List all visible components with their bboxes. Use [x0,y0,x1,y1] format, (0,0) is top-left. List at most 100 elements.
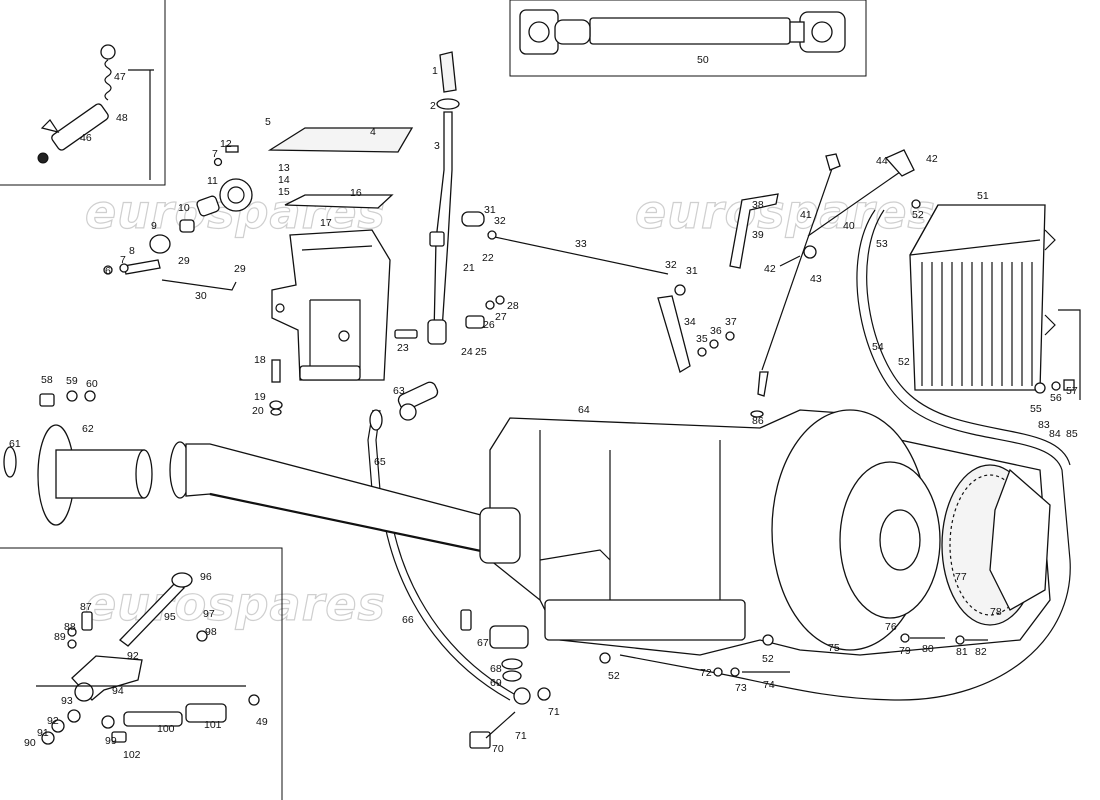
extension-housing [3,424,501,557]
callout-90: 90 [24,737,36,749]
callout-52c: 52 [608,670,620,682]
watermark-3: eurospares [85,577,386,631]
callout-82: 82 [975,646,987,658]
callout-76: 76 [885,621,897,633]
callout-94: 94 [112,685,124,697]
callout-59: 59 [66,375,78,387]
inset-frame-driveshaft [509,0,867,77]
callout-21: 21 [463,262,475,274]
callout-6: 6 [105,265,111,277]
callout-62: 62 [82,423,94,435]
callout-4: 4 [370,126,376,138]
callout-52b: 52 [898,356,910,368]
callout-81: 81 [956,646,968,658]
callout-95: 95 [164,611,176,623]
selector-assembly-inset [37,44,154,180]
callout-65: 65 [374,456,386,468]
callout-48: 48 [116,112,128,124]
callout-34: 34 [684,316,696,328]
callout-98: 98 [205,626,217,638]
callout-8: 8 [129,245,135,257]
callout-77: 77 [955,571,967,583]
watermark-2: eurospares [635,185,936,239]
callout-13: 13 [278,162,290,174]
callout-60: 60 [86,378,98,390]
callout-47: 47 [114,71,126,83]
callout-33: 33 [575,238,587,250]
callout-32b: 32 [665,259,677,271]
inset-frames [0,0,867,800]
callout-31a: 31 [484,204,496,216]
driveshaft-assembly [519,9,846,55]
inset-frame-bottom-left [0,547,283,800]
callout-100: 100 [157,723,175,735]
callout-46: 46 [80,132,92,144]
callout-67: 67 [477,637,489,649]
callout-16: 16 [350,187,362,199]
callout-23: 23 [397,342,409,354]
callout-42a: 42 [926,153,938,165]
callout-30: 30 [195,290,207,302]
callout-44: 44 [876,155,888,167]
callout-74: 74 [763,679,775,691]
callout-10: 10 [178,202,190,214]
callout-3: 3 [434,140,440,152]
callout-54: 54 [872,341,884,353]
callout-37: 37 [725,316,737,328]
callout-68: 68 [490,663,502,675]
callout-7a: 7 [212,148,218,160]
callout-86: 86 [752,415,764,427]
callout-32a: 32 [494,215,506,227]
callout-58: 58 [41,374,53,386]
callout-101: 101 [204,719,222,731]
callout-71b: 71 [515,730,527,742]
callout-56: 56 [1050,392,1062,404]
bracket-assembly [267,127,414,381]
callout-63: 63 [393,385,405,397]
callout-73: 73 [735,682,747,694]
callout-83: 83 [1038,419,1050,431]
callout-7b: 7 [120,254,126,266]
callout-43: 43 [810,273,822,285]
callout-11: 11 [207,175,218,187]
callout-24: 24 [461,346,473,358]
callout-61: 61 [9,438,21,450]
callout-52a: 52 [912,209,924,221]
misc-hardware [39,379,1075,749]
callout-53: 53 [876,238,888,250]
callout-38: 38 [752,199,764,211]
callout-1: 1 [432,65,438,77]
callout-85: 85 [1066,428,1078,440]
callout-51: 51 [977,190,989,202]
callout-88: 88 [64,621,76,633]
callout-28: 28 [507,300,519,312]
callout-12: 12 [220,138,232,150]
callout-29b: 29 [234,263,246,275]
callout-64: 64 [578,404,590,416]
callout-39: 39 [752,229,764,241]
callout-84: 84 [1049,428,1061,440]
callout-25: 25 [475,346,487,358]
callout-69: 69 [490,677,502,689]
callout-91: 91 [37,727,49,739]
callout-96: 96 [200,571,212,583]
callout-55: 55 [1030,403,1042,415]
callout-66: 66 [402,614,414,626]
callout-20: 20 [252,405,264,417]
shift-lever-assembly [427,51,460,345]
callout-52d: 52 [762,653,774,665]
callout-70: 70 [492,743,504,755]
callout-40: 40 [843,220,855,232]
linkage-rods [269,149,921,418]
speedometer-drive-inset [36,572,260,745]
callout-80: 80 [922,643,934,655]
callout-14: 14 [278,174,290,186]
callout-36: 36 [710,325,722,337]
callout-50: 50 [697,54,709,66]
callout-97: 97 [203,608,215,620]
callout-9: 9 [151,220,157,232]
callout-26: 26 [483,319,495,331]
callout-18: 18 [254,354,266,366]
